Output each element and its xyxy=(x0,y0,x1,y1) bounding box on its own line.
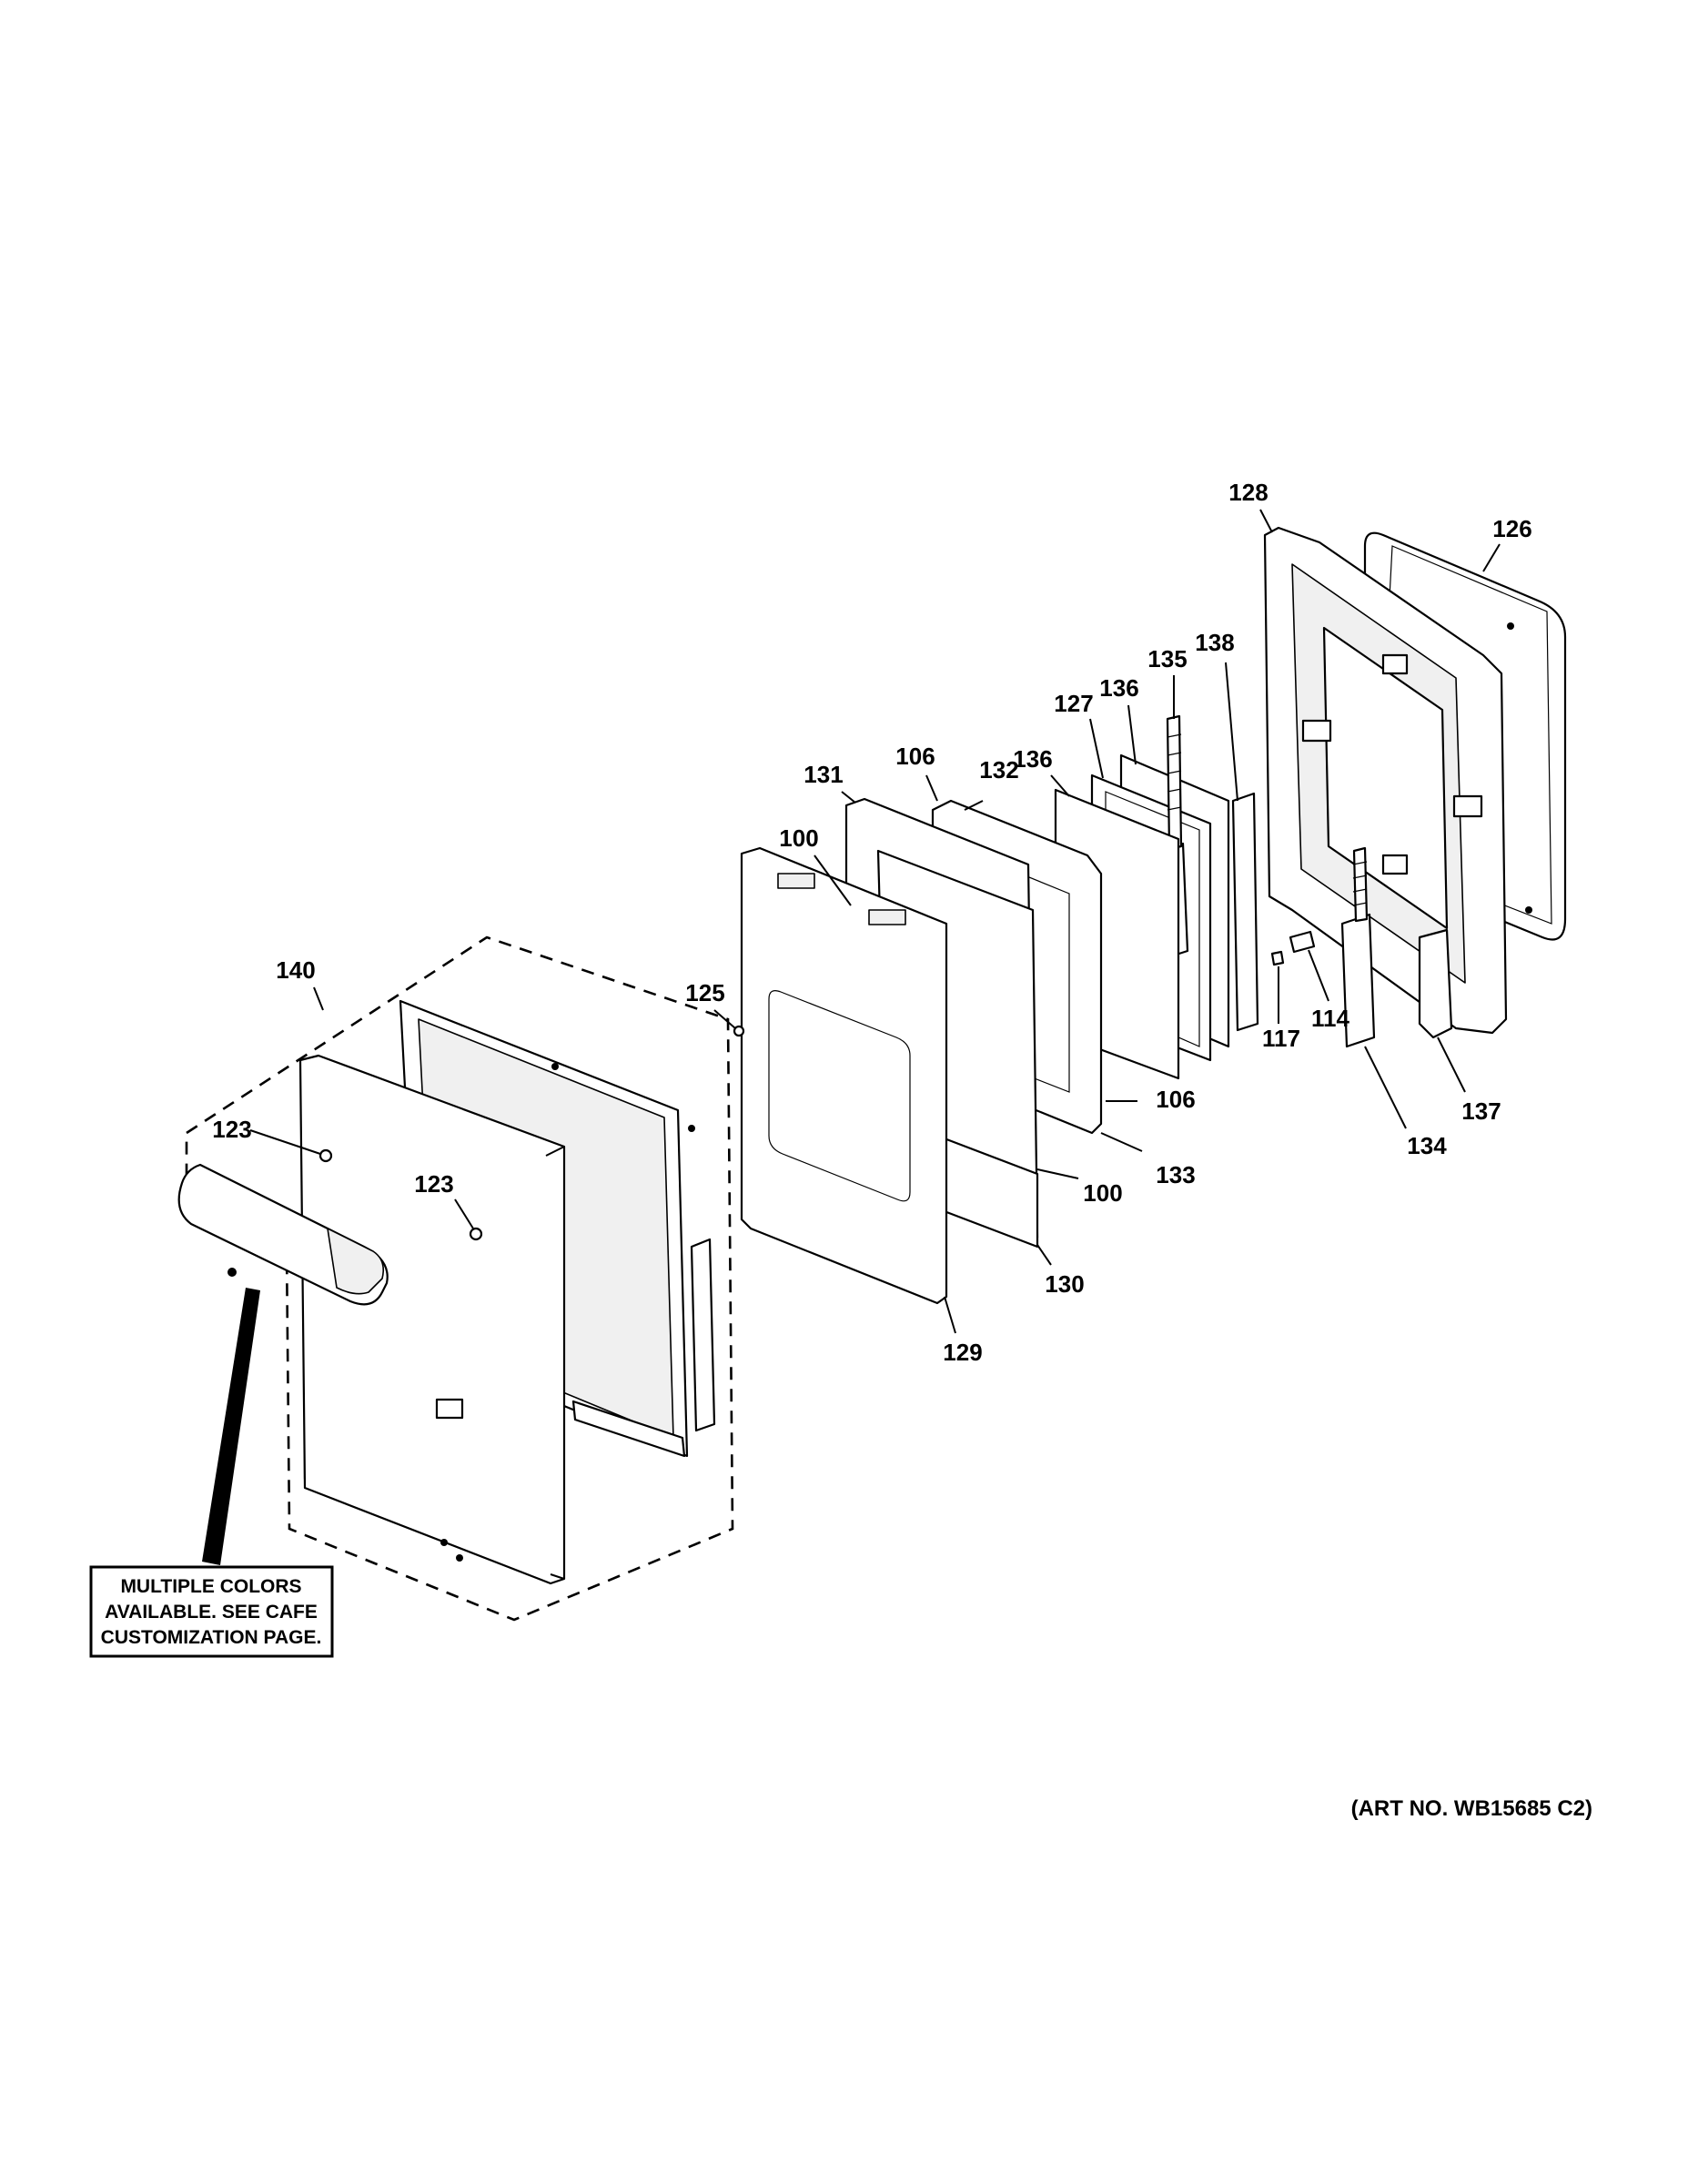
part-134-hinge-right xyxy=(1340,846,1376,1048)
callout-133: 133 xyxy=(1156,1161,1195,1188)
part-125-screw xyxy=(733,1025,745,1037)
leader-lines xyxy=(249,509,1501,1334)
callout-134: 134 xyxy=(1407,1132,1447,1159)
callout-131: 131 xyxy=(804,761,843,788)
callout-136b: 136 xyxy=(1013,745,1052,773)
callout-140: 140 xyxy=(276,956,315,984)
part-114-clip xyxy=(1289,930,1316,954)
callout-125: 125 xyxy=(685,979,724,1006)
callout-127: 127 xyxy=(1054,690,1093,717)
art-number: (ART NO. WB15685 C2) xyxy=(1351,1796,1592,1821)
note-line-3: CUSTOMIZATION PAGE. xyxy=(101,1627,322,1648)
callout-117: 117 xyxy=(1262,1025,1300,1052)
callout-labels: 128 126 138 135 136 127 136 132 106 131 … xyxy=(212,479,1531,1366)
callout-128: 128 xyxy=(1228,479,1268,506)
note-line-1: MULTIPLE COLORS xyxy=(120,1576,301,1597)
callout-138: 138 xyxy=(1195,629,1234,656)
callout-106a: 106 xyxy=(895,743,935,770)
part-117-screw xyxy=(1270,950,1285,966)
callout-126: 126 xyxy=(1492,515,1531,542)
callout-114: 114 xyxy=(1311,1005,1349,1032)
callout-123a: 123 xyxy=(212,1116,251,1143)
part-137-bracket xyxy=(1418,928,1453,1039)
note-line-2: AVAILABLE. SEE CAFE xyxy=(105,1602,318,1623)
note-pointer xyxy=(202,1288,260,1565)
color-note-box: MULTIPLE COLORS AVAILABLE. SEE CAFE CUST… xyxy=(89,1565,334,1658)
part-129-liner xyxy=(740,846,948,1305)
callout-135: 135 xyxy=(1147,645,1187,672)
callout-129: 129 xyxy=(943,1339,982,1366)
callout-132: 132 xyxy=(979,756,1018,784)
part-138-strip xyxy=(1231,792,1259,1032)
callout-137: 137 xyxy=(1461,1097,1501,1125)
callout-100b: 100 xyxy=(1083,1179,1122,1207)
part-140-outer-door-assembly xyxy=(177,935,734,1622)
callout-136a: 136 xyxy=(1099,674,1138,702)
callout-123b: 123 xyxy=(414,1170,453,1198)
callout-100a: 100 xyxy=(779,824,818,852)
callout-130: 130 xyxy=(1045,1270,1084,1298)
callout-106b: 106 xyxy=(1156,1086,1195,1113)
